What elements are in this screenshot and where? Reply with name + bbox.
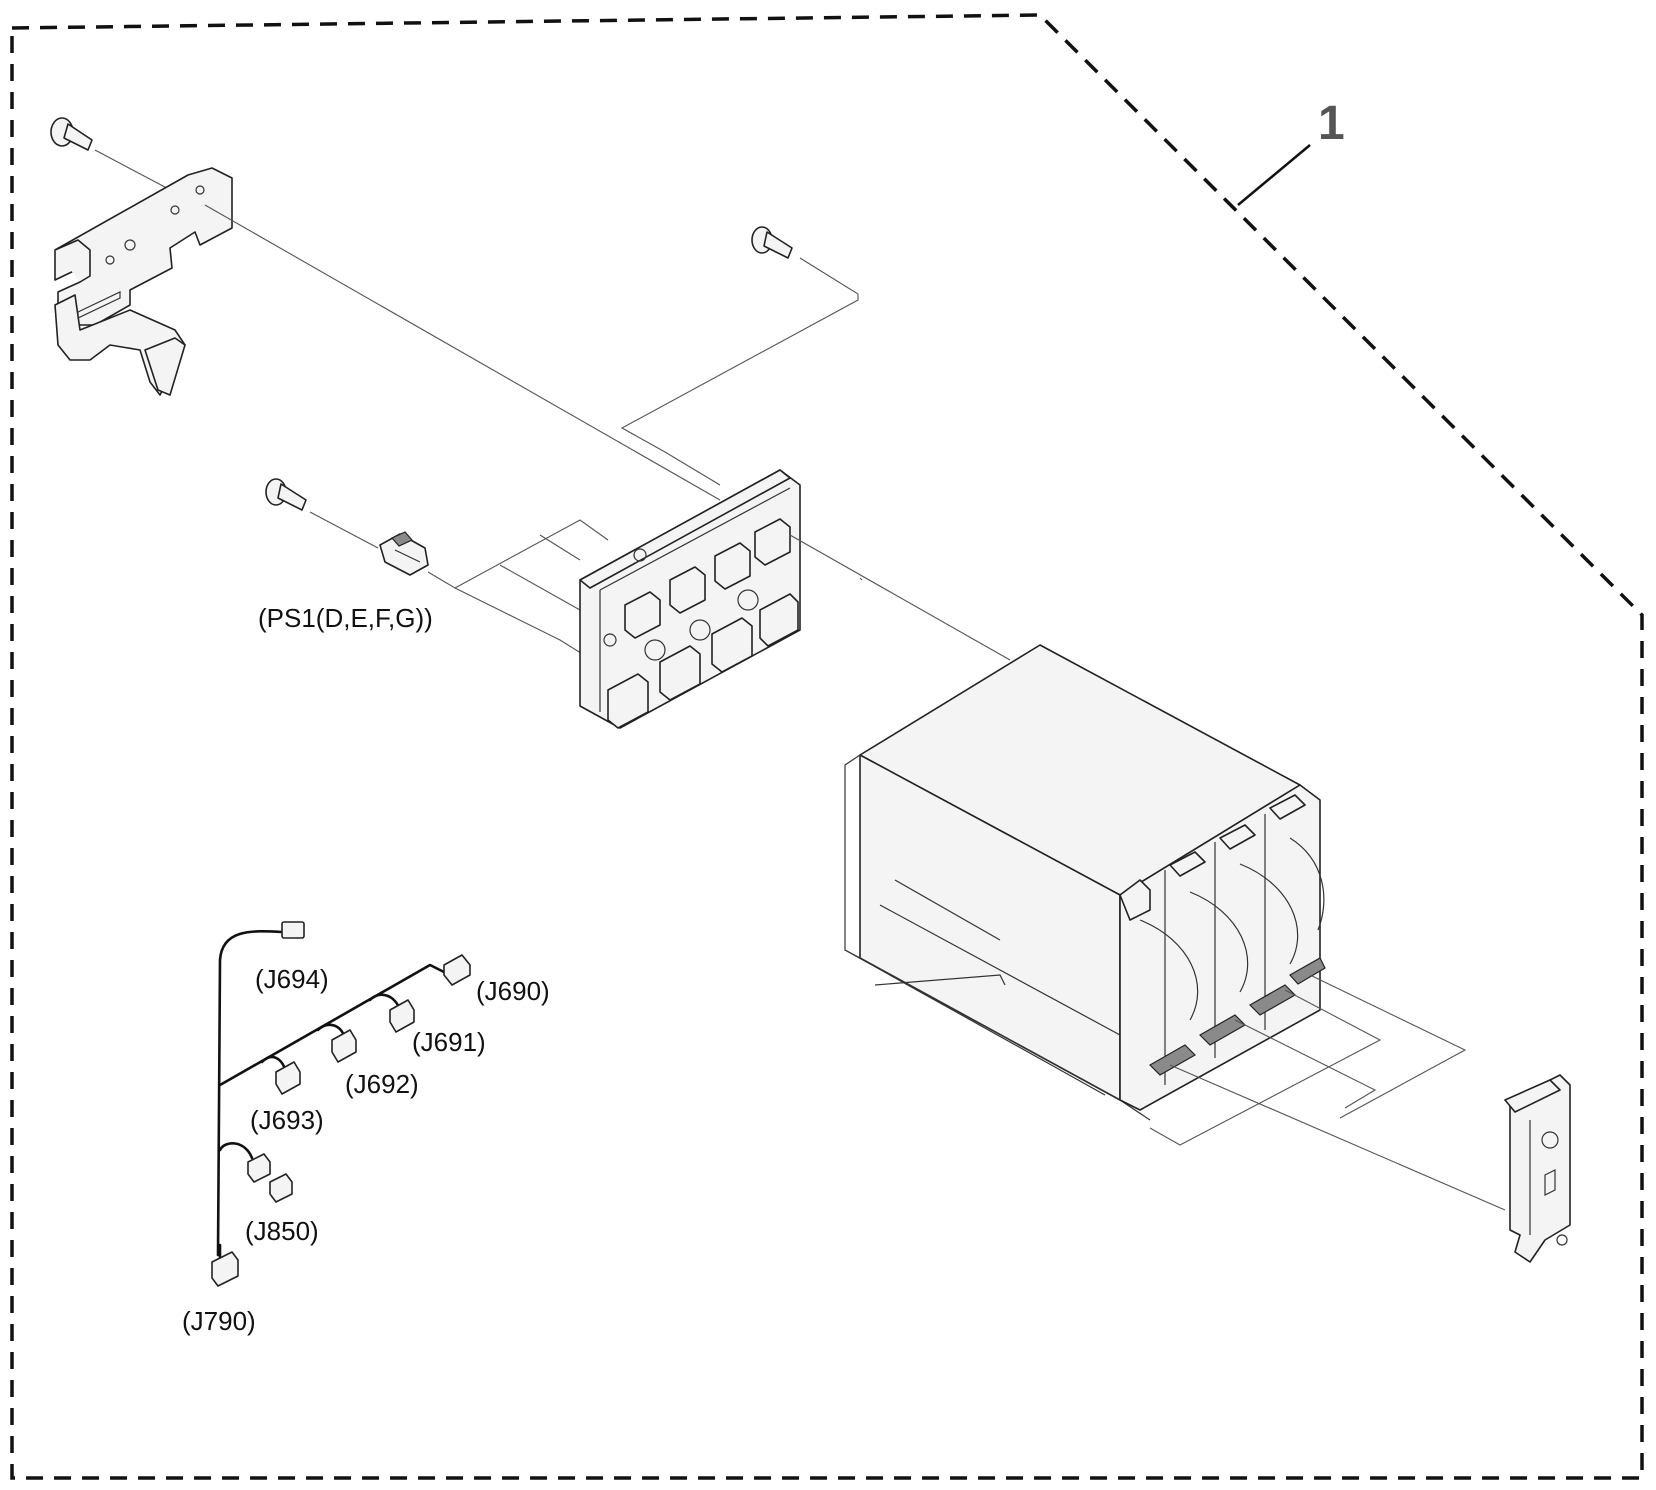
label-j690: (J690) bbox=[476, 976, 550, 1006]
label-j850: (J850) bbox=[245, 1216, 319, 1246]
label-j693: (J693) bbox=[250, 1105, 324, 1135]
sensor-ps1 bbox=[379, 531, 429, 576]
connector-j693 bbox=[275, 1061, 301, 1095]
callout-leader-line bbox=[1237, 144, 1311, 206]
connector-j692 bbox=[331, 1029, 357, 1063]
label-j694: (J694) bbox=[255, 964, 329, 994]
latch-right bbox=[1504, 1074, 1571, 1263]
wire-harness bbox=[211, 921, 471, 1287]
connector-j850-b bbox=[269, 1173, 293, 1203]
screw-top-middle bbox=[620, 226, 859, 486]
connector-j850-a bbox=[247, 1153, 271, 1183]
label-j692: (J692) bbox=[345, 1069, 419, 1099]
callout-number-1: 1 bbox=[1318, 97, 1345, 150]
leader-bracket-to-board bbox=[204, 204, 721, 501]
cartridge-cage-assembly bbox=[844, 644, 1326, 1121]
leader-board-to-cage bbox=[789, 534, 1011, 661]
screw-top-left bbox=[50, 117, 181, 196]
connector-j694 bbox=[281, 921, 305, 939]
mounting-bracket-left bbox=[54, 167, 233, 396]
screw-middle-left bbox=[265, 478, 379, 549]
label-ps1: (PS1(D,E,F,G)) bbox=[258, 603, 433, 633]
leader-sensor-to-board bbox=[427, 519, 609, 666]
connector-j690 bbox=[443, 954, 471, 986]
kit-boundary-dashed bbox=[10, 13, 1644, 1480]
connector-j790 bbox=[211, 1251, 239, 1287]
leader-cage-to-latch bbox=[1149, 974, 1506, 1211]
label-j691: (J691) bbox=[412, 1027, 486, 1057]
label-j790: (J790) bbox=[182, 1306, 256, 1336]
connector-j691 bbox=[389, 999, 415, 1033]
sensor-board-assembly bbox=[579, 469, 801, 729]
